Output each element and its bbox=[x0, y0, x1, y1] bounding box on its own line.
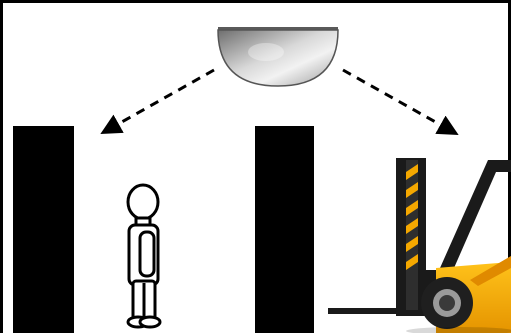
center-wall bbox=[255, 126, 314, 333]
left-wall bbox=[13, 126, 74, 333]
forklift-icon bbox=[328, 158, 511, 333]
reflection-arrow-right bbox=[342, 68, 459, 136]
convex-mirror bbox=[217, 27, 339, 87]
pedestrian-icon bbox=[126, 183, 162, 329]
reflection-arrow-left bbox=[100, 68, 215, 135]
